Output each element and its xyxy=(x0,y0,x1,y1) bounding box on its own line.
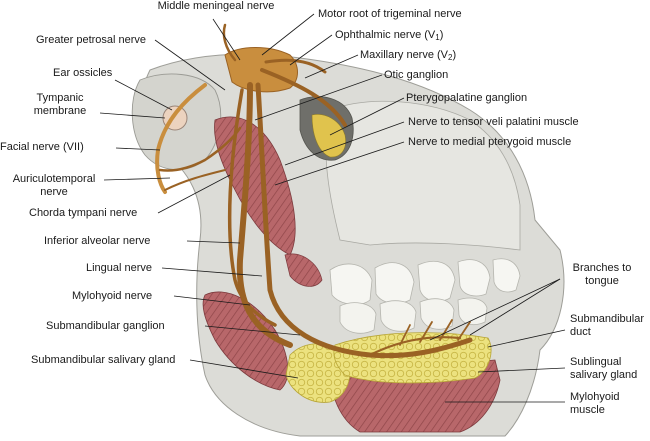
label-inferior-alveolar: Inferior alveolar nerve xyxy=(44,235,151,247)
label-lingual-nerve: Lingual nerve xyxy=(86,262,153,274)
label-ophthalmic-nerve: Ophthalmic nerve (V1) xyxy=(335,29,444,42)
label-nerve-medial-pterygoid: Nerve to medial pterygoid muscle xyxy=(408,136,572,148)
label-submandibular-salivary-gland: Submandibular salivary gland xyxy=(31,354,176,366)
maxilla-bone xyxy=(325,100,521,251)
label-chorda-tympani: Chorda tympani nerve xyxy=(29,207,138,219)
label-pterygopalatine-ganglion: Pterygopalatine ganglion xyxy=(406,92,528,104)
label-maxillary-nerve: Maxillary nerve (V2) xyxy=(360,49,457,62)
label-otic-ganglion: Otic ganglion xyxy=(384,69,449,81)
label-nerve-tensor-veli-palatini: Nerve to tensor veli palatini muscle xyxy=(408,116,579,128)
nerve-trunks xyxy=(155,23,473,359)
masseter-muscle xyxy=(202,291,289,391)
label-submandibular-ganglion: Submandibular ganglion xyxy=(46,320,165,332)
tensor-muscle xyxy=(284,253,323,287)
upper-teeth xyxy=(329,258,521,305)
label-motor-root-trigeminal: Motor root of trigeminal nerve xyxy=(318,8,462,20)
label-middle-meningeal-nerve: Middle meningeal nerve xyxy=(157,0,275,12)
label-mylohyoid-nerve: Mylohyoid nerve xyxy=(72,290,153,302)
label-facial-nerve: Facial nerve (VII) xyxy=(0,141,84,153)
lower-teeth xyxy=(339,297,488,334)
label-ear-ossicles: Ear ossicles xyxy=(53,67,113,79)
label-greater-petrosal-nerve: Greater petrosal nerve xyxy=(36,34,147,46)
